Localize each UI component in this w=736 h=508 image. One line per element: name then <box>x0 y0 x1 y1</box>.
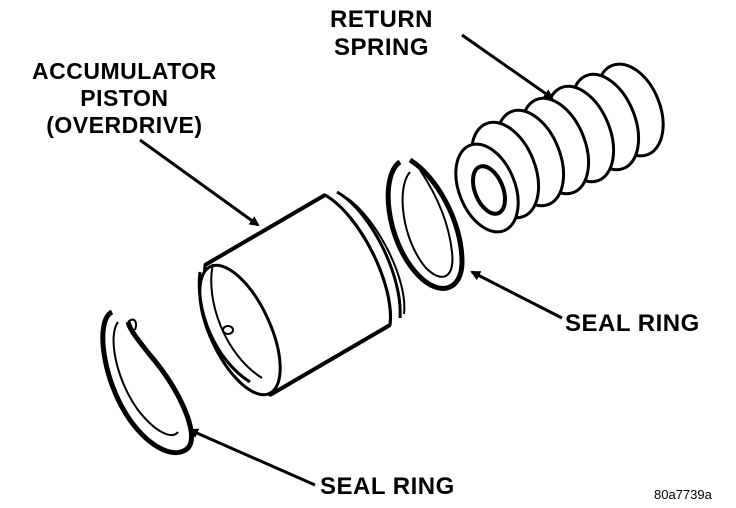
seal-ring-upper-label: SEAL RING <box>565 310 700 337</box>
return-spring <box>454 62 665 234</box>
upper-seal-ring <box>385 157 465 291</box>
arrow-seal-ring-lower <box>188 428 316 487</box>
leader-arrows <box>139 33 563 487</box>
accumulator-piston-label: ACCUMULATOR PISTON (OVERDRIVE) <box>32 58 217 138</box>
arrow-return-spring <box>461 33 554 100</box>
lower-seal-ring <box>100 309 195 456</box>
figure-id: 80a7739a <box>654 487 712 502</box>
arrow-seal-ring-upper <box>470 270 563 320</box>
arrow-accumulator-piston <box>139 138 260 227</box>
accumulator-piston <box>197 190 406 397</box>
seal-ring-lower-label: SEAL RING <box>320 473 455 500</box>
return-spring-label: RETURN SPRING <box>330 6 433 61</box>
